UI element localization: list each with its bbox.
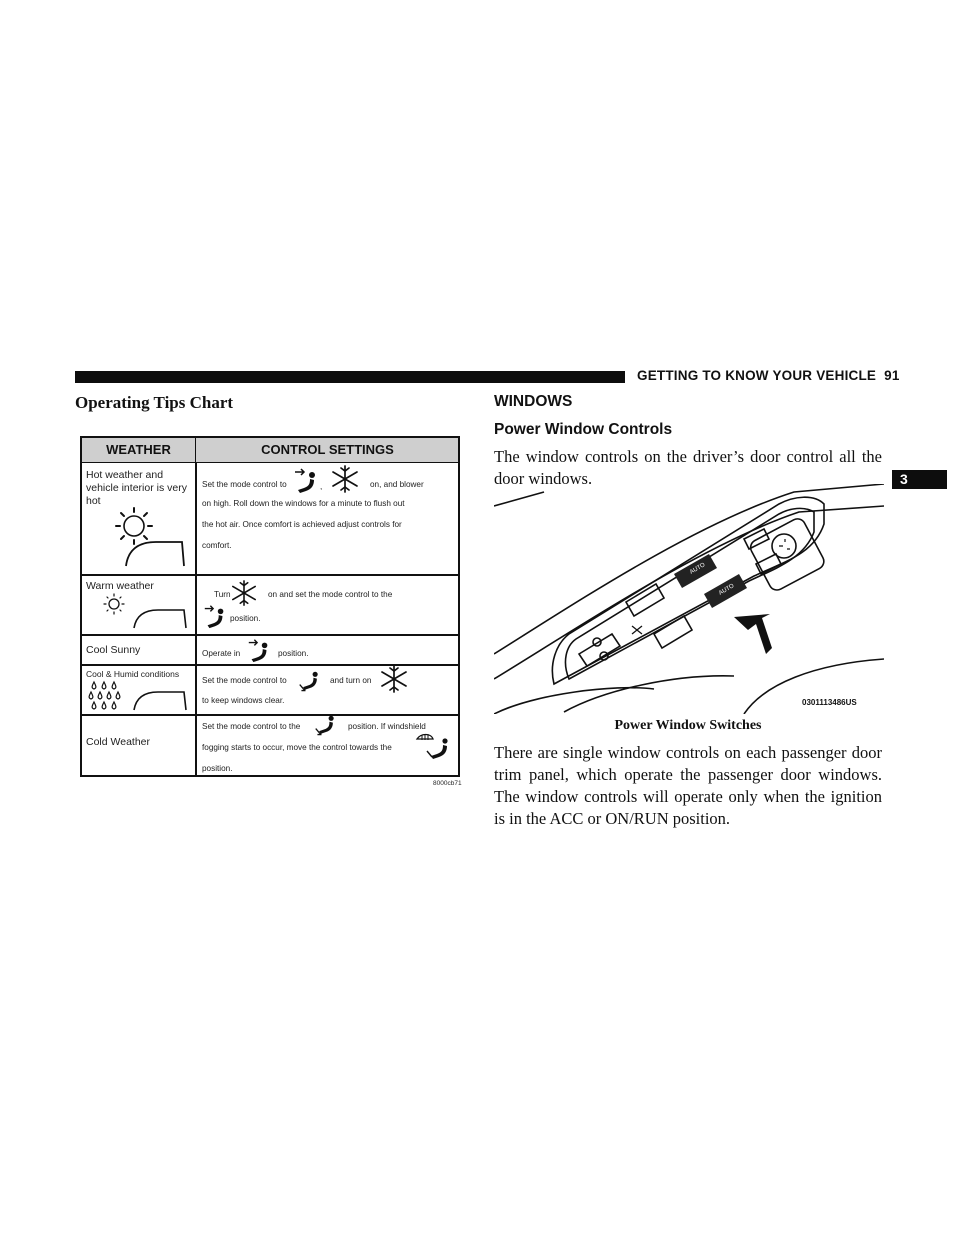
weather-cool-sunny: Cool Sunny: [86, 644, 141, 656]
weather-column-header: WEATHER: [106, 442, 171, 457]
chart-header-row: WEATHER CONTROL SETTINGS: [82, 438, 458, 463]
humid-line1-end: and turn on: [330, 676, 372, 685]
row-divider: [82, 574, 458, 576]
row-divider: [82, 634, 458, 636]
chapter-tab[interactable]: 3: [892, 470, 947, 489]
section-title: GETTING TO KNOW YOUR VEHICLE: [637, 368, 877, 383]
illustration-code: 0301113486US: [802, 698, 857, 707]
warm-sun-car-icon: [103, 593, 187, 629]
rain-drops-icon: [88, 680, 121, 710]
humid-line1: Set the mode control to: [202, 676, 287, 685]
settings-column-header: CONTROL SETTINGS: [195, 438, 459, 462]
running-header: GETTING TO KNOW YOUR VEHICLE 91: [637, 368, 900, 383]
column-divider: [195, 462, 197, 777]
windows-paragraph-2: There are single window controls on each…: [494, 743, 882, 828]
hot-line4: comfort.: [202, 541, 232, 550]
panel-mode-icon: [204, 605, 224, 629]
weather-cold: Cold Weather: [86, 736, 151, 748]
windows-heading: WINDOWS: [494, 393, 573, 410]
weather-hot: Hot weather and vehicle interior is very…: [86, 469, 187, 507]
panel-mode-icon: [248, 639, 268, 663]
floor-mode-icon: [315, 715, 334, 736]
panel-mode-icon: [295, 468, 315, 493]
warm-line2: position.: [230, 614, 261, 623]
page-number: 91: [884, 368, 900, 383]
windows-paragraph-1: The window controls on the driver’s door…: [494, 447, 882, 488]
hot-comma: ,: [320, 482, 323, 491]
humid-line2: to keep windows clear.: [202, 696, 285, 705]
cold-line2: fogging starts to occur, move the contro…: [202, 743, 392, 752]
operating-tips-heading: Operating Tips Chart: [75, 393, 234, 412]
cold-line3: position.: [202, 764, 233, 773]
power-window-controls-heading: Power Window Controls: [494, 421, 673, 438]
hot-line1: Set the mode control to: [202, 480, 287, 489]
hot-sun-car-icon: [115, 507, 185, 567]
ac-snowflake-icon: [381, 665, 407, 693]
cold-line1: Set the mode control to the: [202, 722, 301, 731]
header-rule: [75, 371, 625, 383]
weather-warm: Warm weather: [86, 580, 154, 592]
defrost-mix-icon: [415, 733, 448, 759]
warm-turn: Turn: [214, 590, 231, 599]
hot-line2: on high. Roll down the windows for a min…: [202, 499, 405, 508]
row-divider: [82, 714, 458, 716]
chart-image-code: 8000cb71: [433, 780, 462, 787]
cool-sunny-line1-end: position.: [278, 649, 309, 658]
hot-line1-end: on, and blower: [370, 480, 424, 489]
floor-mode-icon: [299, 671, 318, 692]
car-icon: [133, 691, 187, 711]
operating-tips-chart: WEATHER CONTROL SETTINGS Hot weather and…: [80, 436, 460, 777]
cool-sunny-line1: Operate in: [202, 649, 241, 658]
hot-line3: the hot air. Once comfort is achieved ad…: [202, 520, 402, 529]
weather-cool-humid: Cool & Humid conditions: [86, 669, 180, 679]
figure-caption: Power Window Switches: [614, 718, 762, 733]
cold-line1-end: position. If windshield: [348, 722, 426, 731]
ac-snowflake-icon: [232, 580, 256, 606]
ac-snowflake-icon: [332, 465, 358, 493]
warm-line1: on and set the mode control to the: [268, 590, 393, 599]
row-divider: [82, 664, 458, 666]
power-window-switches-illustration: AUTO AUTO: [494, 484, 884, 714]
